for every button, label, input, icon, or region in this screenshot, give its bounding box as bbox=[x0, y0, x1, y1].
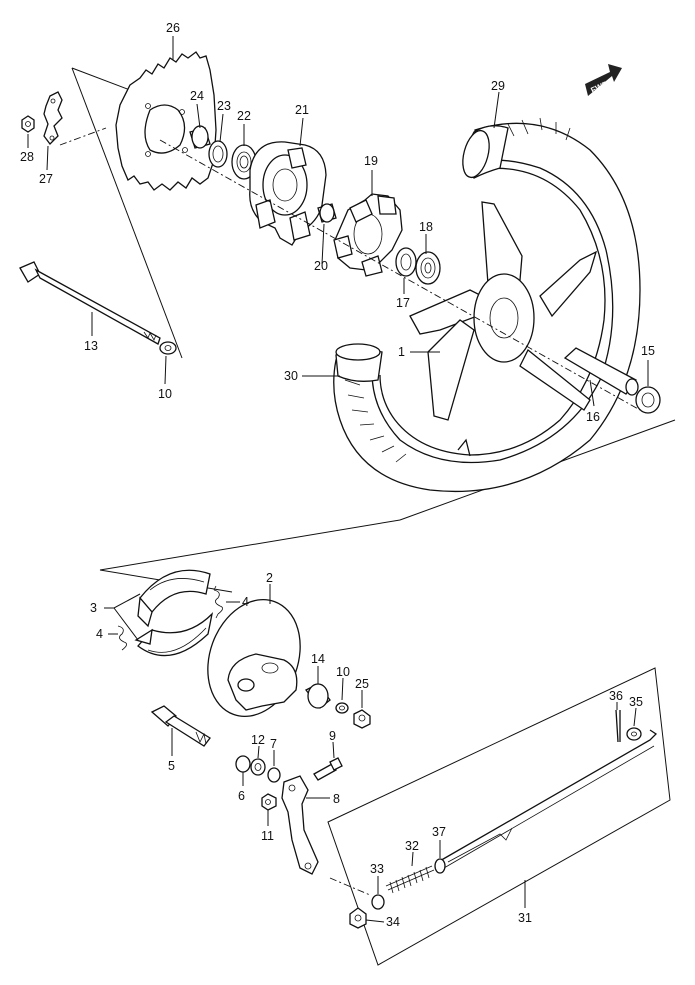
callout-31: 31 bbox=[518, 911, 532, 925]
callout-2: 2 bbox=[266, 571, 273, 585]
spring-lower-part bbox=[117, 625, 127, 651]
callout-1: 1 bbox=[398, 345, 405, 359]
brake-cam-part bbox=[150, 705, 211, 747]
callout-20: 20 bbox=[314, 259, 328, 273]
spring-upper-part bbox=[213, 585, 223, 619]
fwd-arrow-icon: FWD bbox=[585, 64, 622, 96]
wheel-damper-part bbox=[333, 193, 403, 277]
callout-4a: 4 bbox=[242, 595, 249, 609]
oil-seal-23-part bbox=[208, 140, 228, 168]
callout-4b: 4 bbox=[96, 627, 103, 641]
cable-kit-frame bbox=[327, 667, 671, 966]
washer-37-part bbox=[434, 858, 446, 874]
callout-18: 18 bbox=[419, 220, 433, 234]
joint-33-part bbox=[371, 894, 385, 910]
bearing-15-part bbox=[635, 386, 661, 414]
callout-5: 5 bbox=[168, 759, 175, 773]
callout-14: 14 bbox=[311, 652, 325, 666]
callout-21: 21 bbox=[295, 103, 309, 117]
brake-shoe-upper-part bbox=[137, 569, 211, 628]
callout-33: 33 bbox=[370, 862, 384, 876]
cotter-pin-36-part bbox=[615, 709, 621, 743]
callout-10b: 10 bbox=[336, 665, 350, 679]
callout-19: 19 bbox=[364, 154, 378, 168]
axle-washer-part bbox=[159, 341, 177, 355]
lock-plate-part bbox=[43, 91, 63, 145]
collar-14-part bbox=[305, 683, 331, 709]
callout-36: 36 bbox=[609, 689, 623, 703]
nut-34-part bbox=[349, 907, 367, 929]
callout-9: 9 bbox=[329, 729, 336, 743]
washer-12-part bbox=[250, 758, 266, 776]
callout-28: 28 bbox=[20, 150, 34, 164]
callout-23: 23 bbox=[217, 99, 231, 113]
oil-seal-17-part bbox=[395, 247, 417, 277]
callout-16: 16 bbox=[586, 410, 600, 424]
callout-17: 17 bbox=[396, 296, 410, 310]
callout-15: 15 bbox=[641, 344, 655, 358]
callout-22: 22 bbox=[237, 109, 251, 123]
bolt-9-part bbox=[313, 757, 343, 781]
callout-7: 7 bbox=[270, 737, 277, 751]
callout-34: 34 bbox=[386, 915, 400, 929]
callout-3: 3 bbox=[90, 601, 97, 615]
callout-11: 11 bbox=[261, 829, 274, 843]
brake-panel-part bbox=[207, 598, 301, 718]
brake-shoe-lower-part bbox=[134, 612, 214, 657]
sprocket-part bbox=[115, 51, 217, 191]
callout-37: 37 bbox=[432, 825, 446, 839]
nut-11-part bbox=[261, 793, 277, 811]
nut-part bbox=[21, 115, 35, 133]
callout-25: 25 bbox=[355, 677, 369, 691]
leader-lines bbox=[27, 36, 649, 923]
spacer-24-part bbox=[189, 125, 211, 149]
spring-7-part bbox=[267, 767, 281, 783]
callout-32: 32 bbox=[405, 839, 419, 853]
callout-26: 26 bbox=[166, 21, 180, 35]
brake-arm-8-part bbox=[281, 775, 319, 875]
callout-labels: 26 24 23 22 21 28 27 19 18 20 17 29 13 1… bbox=[20, 21, 655, 929]
sprocket-hub-part bbox=[249, 141, 327, 246]
callout-8: 8 bbox=[333, 792, 340, 806]
rear-wheel-part bbox=[333, 117, 641, 493]
callout-27: 27 bbox=[39, 172, 53, 186]
nut-25-part bbox=[353, 709, 371, 729]
brake-rod-part bbox=[437, 729, 658, 869]
axis-line bbox=[59, 127, 641, 896]
washer-10-part bbox=[335, 702, 349, 714]
callout-6: 6 bbox=[238, 789, 245, 803]
spacer-20-part bbox=[317, 203, 337, 223]
callout-35: 35 bbox=[629, 695, 643, 709]
callout-10a: 10 bbox=[158, 387, 172, 401]
callout-29: 29 bbox=[491, 79, 505, 93]
callout-30: 30 bbox=[284, 369, 298, 383]
callout-24: 24 bbox=[190, 89, 204, 103]
bearing-18-part bbox=[415, 251, 441, 285]
spring-32-part bbox=[385, 865, 435, 894]
o-ring-6-part bbox=[235, 755, 251, 773]
callout-13: 13 bbox=[84, 339, 98, 353]
callout-12: 12 bbox=[251, 733, 265, 747]
rear-axle-part bbox=[19, 261, 161, 345]
axle-spacer-part bbox=[563, 347, 639, 396]
washer-35-part bbox=[626, 727, 642, 741]
